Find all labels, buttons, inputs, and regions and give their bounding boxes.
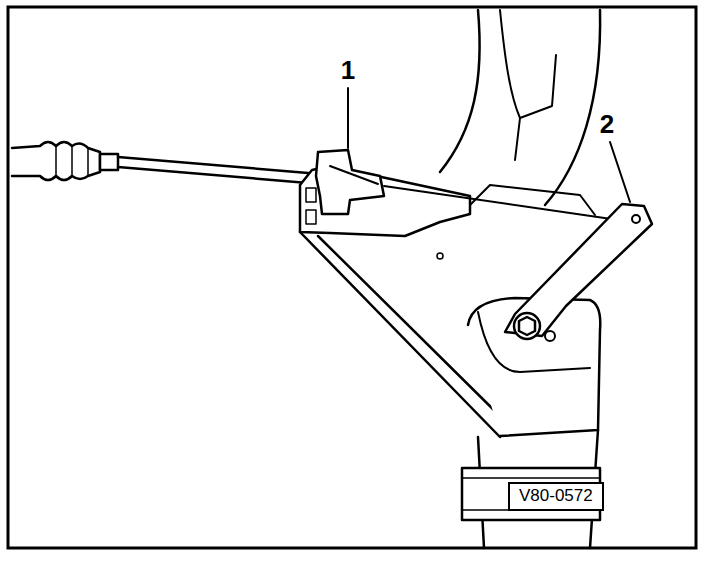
reference-code: V80-0572 bbox=[519, 487, 593, 506]
bracket-hole bbox=[306, 210, 316, 224]
rivet bbox=[437, 253, 443, 259]
pivot-washer bbox=[514, 313, 540, 339]
cable-clamp bbox=[316, 150, 384, 214]
pipe-seam bbox=[500, 10, 556, 118]
wire-guide bbox=[470, 185, 595, 215]
cable-boot bbox=[12, 142, 100, 180]
bracket-hole bbox=[306, 188, 316, 202]
boot-rib bbox=[56, 146, 88, 176]
cable-rod bbox=[118, 157, 320, 184]
pipe-seam bbox=[515, 118, 520, 160]
mechanism bbox=[12, 10, 652, 548]
leader-line bbox=[610, 142, 630, 202]
lever-hole bbox=[632, 215, 640, 223]
inner-wire bbox=[384, 186, 632, 222]
lever bbox=[505, 204, 652, 336]
spring-end bbox=[545, 331, 555, 341]
callout-number: 1 bbox=[341, 57, 355, 83]
reference-box: V80-0572 bbox=[508, 482, 604, 511]
clamp-slot bbox=[330, 166, 378, 184]
pipe-outline bbox=[440, 10, 480, 172]
callout-number: 2 bbox=[600, 111, 614, 137]
frame bbox=[8, 7, 696, 548]
housing bbox=[468, 298, 600, 436]
band-clamp bbox=[462, 468, 600, 520]
leader-line bbox=[347, 88, 349, 148]
pipe-outline bbox=[545, 10, 600, 205]
housing-edge bbox=[478, 312, 590, 372]
cable-ferrule bbox=[100, 154, 118, 170]
pivot-nut bbox=[519, 317, 535, 335]
